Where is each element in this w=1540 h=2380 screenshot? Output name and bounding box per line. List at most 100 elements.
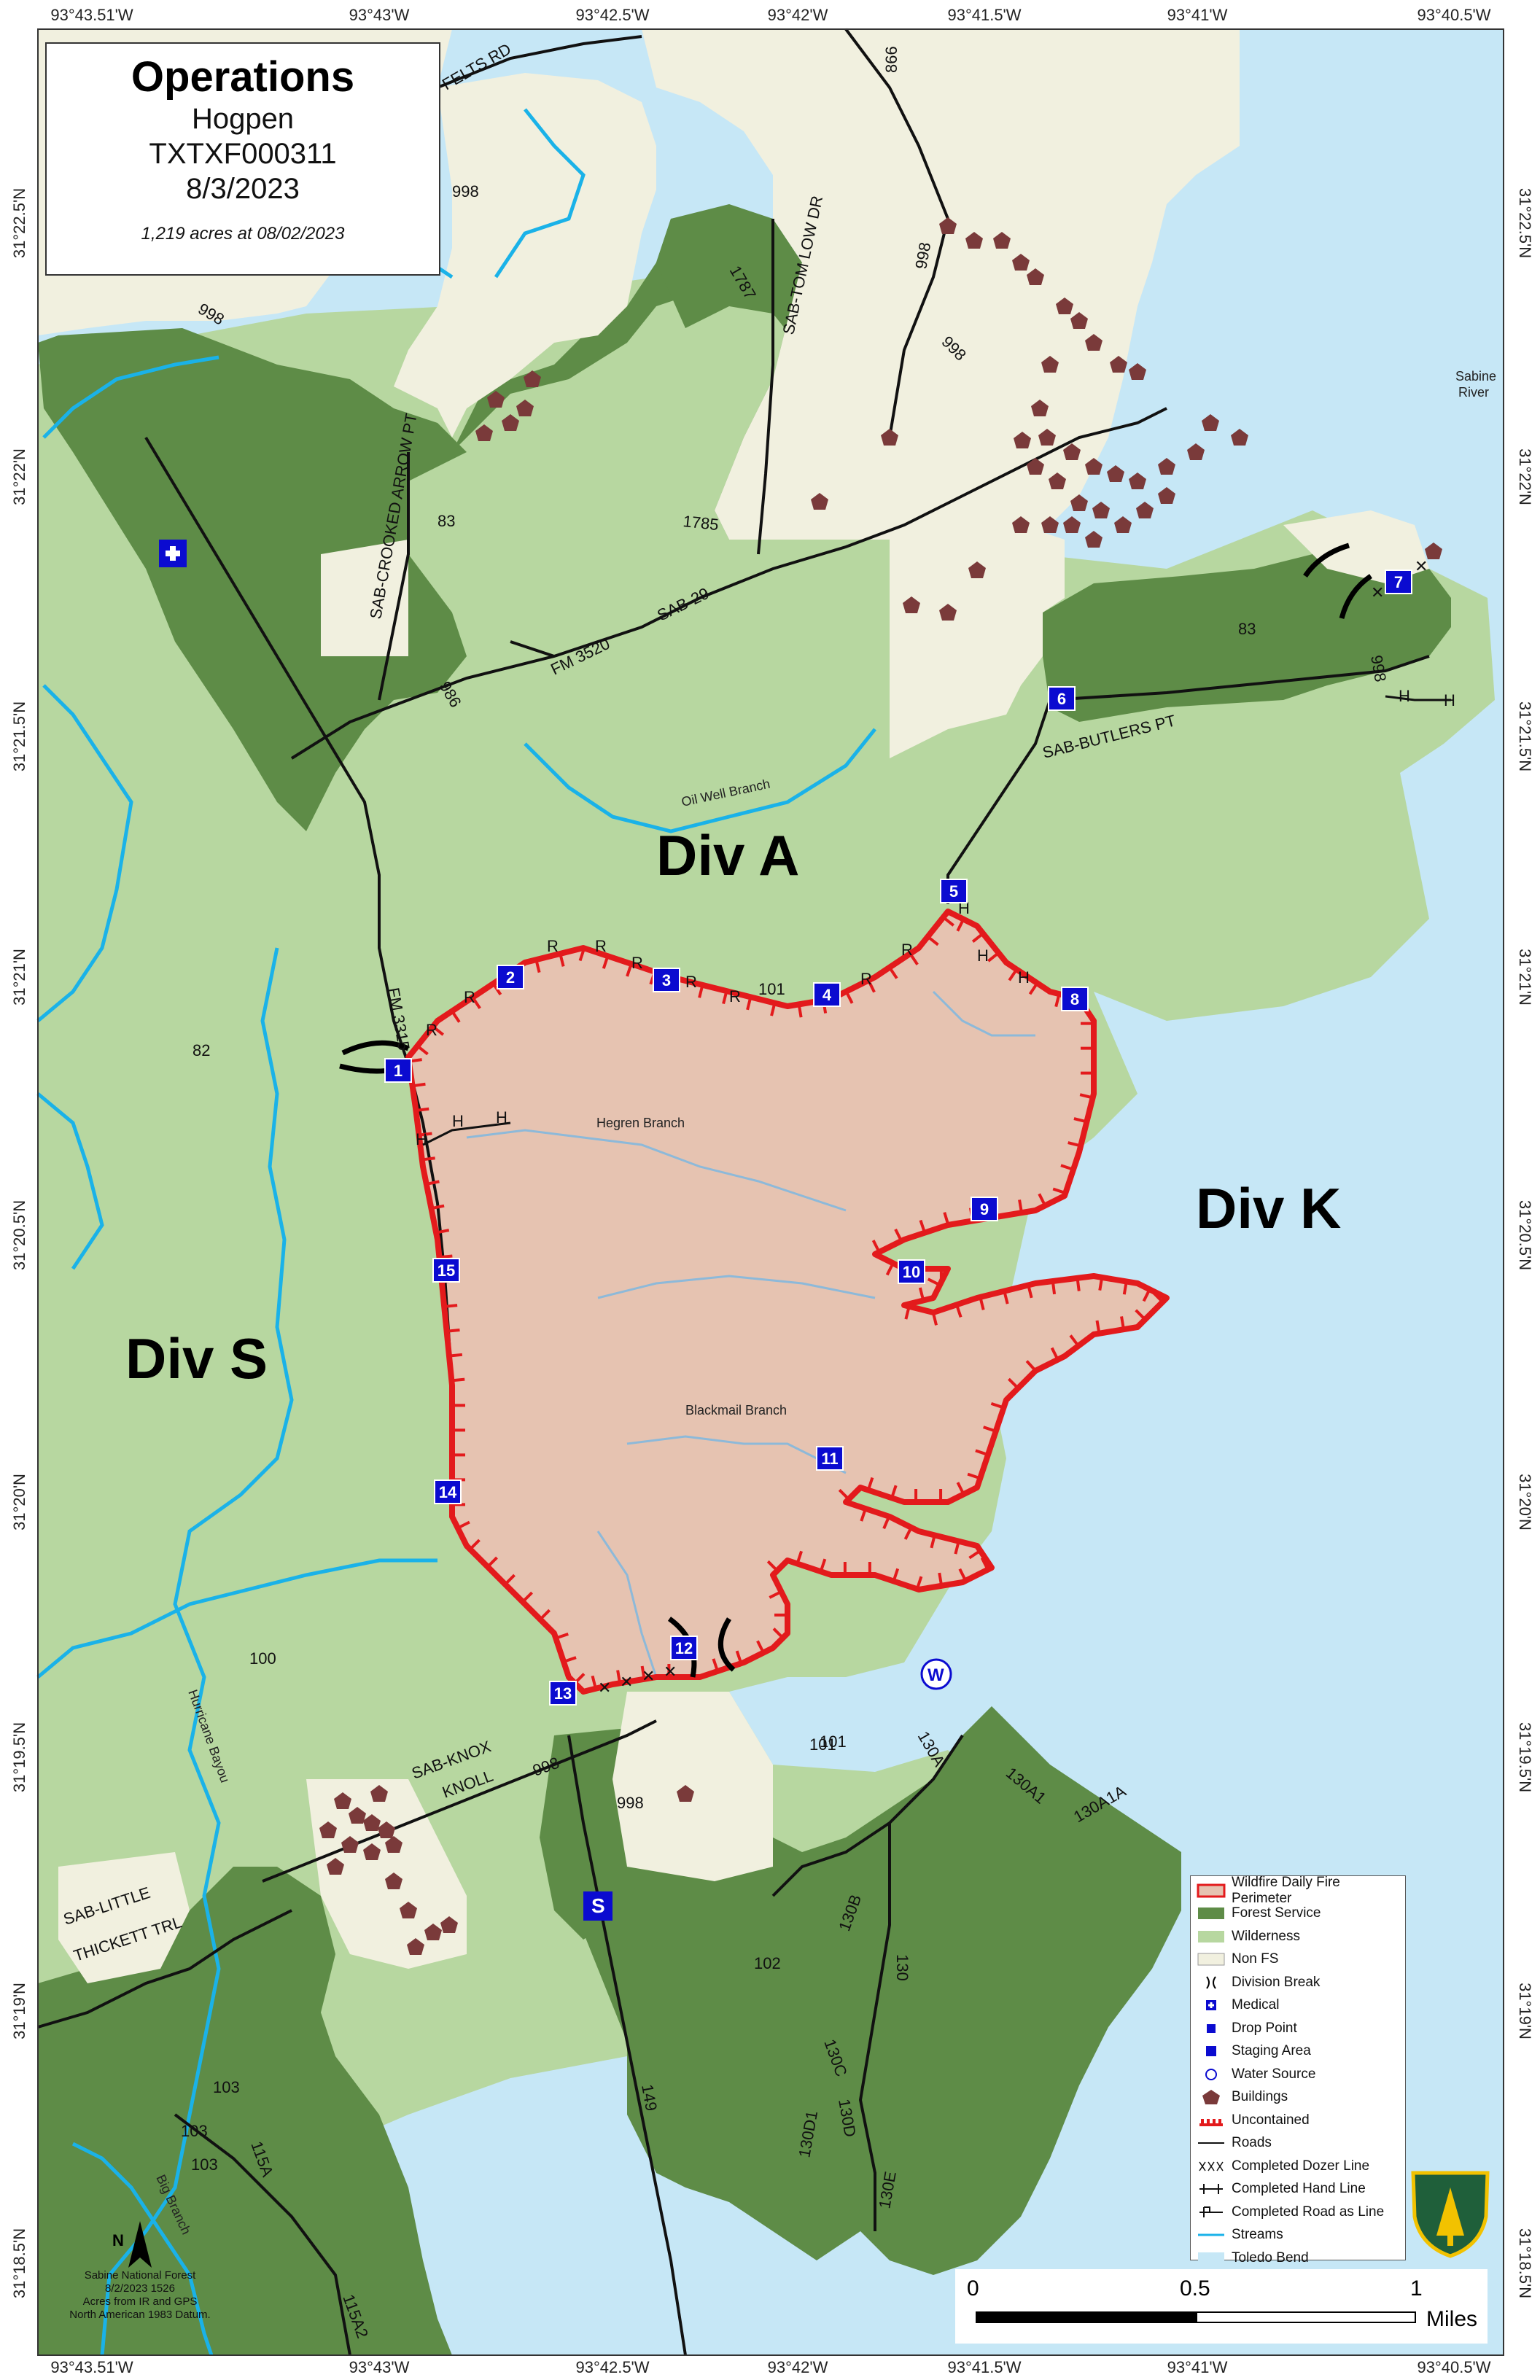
legend-item-nonfs: Non FS <box>1197 1948 1399 1972</box>
perimeter-tick <box>770 1003 777 1016</box>
perimeter-tick <box>819 1558 827 1572</box>
forest-service-northwest <box>38 328 467 831</box>
perimeter-tick <box>698 984 704 998</box>
perimeter-tick <box>838 1488 850 1501</box>
non-fs-little-thickett <box>58 1852 190 1983</box>
stream-fire-mid <box>597 1275 876 1299</box>
drop-point-box <box>1048 686 1076 711</box>
legend-item-stream: Streams <box>1197 2224 1399 2247</box>
perimeter-tick <box>412 1082 426 1088</box>
compartment-label: 103 <box>181 2122 208 2140</box>
road-knox-knoll <box>262 1719 657 1883</box>
perimeter-tick <box>451 1377 465 1382</box>
perimeter-tick <box>860 1508 867 1522</box>
perimeter-tick <box>943 1212 950 1226</box>
legend-label: Buildings <box>1232 2089 1288 2105</box>
perimeter-tick <box>938 1572 944 1587</box>
legend-road-icon <box>1198 2142 1224 2144</box>
road-label-866: 866 <box>882 46 901 73</box>
legend-item-lake: Toledo Bend <box>1197 2247 1399 2270</box>
compartment-label: 100 <box>249 1649 276 1668</box>
perimeter-tick <box>797 1004 803 1018</box>
legend-label: Wilderness <box>1232 1928 1300 1944</box>
perimeter-tick <box>967 1472 981 1480</box>
stream-big-branch <box>71 2142 214 2356</box>
perimeter-tick <box>1008 1377 1019 1390</box>
legend-symbol <box>1197 2088 1226 2106</box>
compartment-label: 83 <box>438 512 455 530</box>
drop-point-label: 3 <box>662 971 671 989</box>
longitude-label: 93°41'W <box>1167 6 1228 24</box>
building <box>1038 429 1056 446</box>
drop-point-box <box>971 1197 998 1221</box>
compartment-label: 83 <box>1238 620 1256 638</box>
perimeter-tick <box>448 1353 463 1358</box>
road-as-line-mark: R <box>547 937 559 955</box>
perimeter-tick <box>975 1449 989 1456</box>
perimeter-tick <box>931 1312 938 1326</box>
water-letter: W <box>928 1665 944 1685</box>
water-circle <box>920 1658 952 1690</box>
building <box>363 1814 381 1831</box>
legend-label: Roads <box>1232 2135 1272 2151</box>
latitude-labels-right: 31°22.5'N31°22'N31°21.5'N31°21'N31°20.5'… <box>1516 188 1534 2298</box>
building <box>1202 414 1219 431</box>
label-river: River <box>1458 385 1489 400</box>
drop-point-box <box>898 1259 925 1284</box>
perimeter-tick <box>871 1240 881 1253</box>
shield-trunk <box>1447 2236 1453 2246</box>
building <box>1031 400 1049 416</box>
hand-line-mark: H <box>1399 687 1410 705</box>
drop-point-5: 5 <box>940 879 968 903</box>
road-fm-3520 <box>510 640 555 658</box>
legend-symbol <box>1197 2249 1226 2267</box>
north-arrow-icon <box>128 2221 152 2268</box>
building <box>1085 531 1102 548</box>
building <box>1187 443 1205 460</box>
building <box>1049 472 1066 489</box>
hand-line-mark: H <box>1444 691 1455 709</box>
drop-point-box <box>813 982 841 1007</box>
legend-droppoint-icon <box>1207 2023 1216 2033</box>
road-as-line-mark: R <box>901 941 913 959</box>
dozer-line-mark: ✕ <box>664 1662 677 1681</box>
building <box>516 400 534 416</box>
legend-item-staging: Staging Area <box>1197 2040 1399 2064</box>
longitude-label: 93°43'W <box>349 2358 410 2376</box>
legend-wild-icon <box>1198 1930 1224 1942</box>
latitude-labels-left: 31°22.5'N31°22'N31°21.5'N31°21'N31°20.5'… <box>10 188 28 2298</box>
building <box>1063 516 1081 533</box>
longitude-label: 93°41'W <box>1167 2358 1228 2376</box>
scale-bar-black <box>976 2311 1196 2323</box>
staging-letter: S <box>591 1894 605 1917</box>
perimeter-tick <box>796 1550 803 1565</box>
building <box>400 1902 417 1918</box>
drop-point-box <box>670 1636 698 1660</box>
perimeter-tick <box>419 1132 432 1137</box>
division-break-south-b <box>718 1617 736 1672</box>
legend-label: Uncontained <box>1232 2112 1310 2128</box>
perimeter-tick <box>942 916 954 927</box>
drop-point-box <box>432 1258 460 1283</box>
road-label-998: 998 <box>452 182 479 201</box>
perimeter-tick <box>591 1675 597 1689</box>
division-break-east-b <box>1339 574 1372 619</box>
building <box>407 1938 424 1955</box>
drop-point-box <box>816 1446 844 1471</box>
drop-point-3: 3 <box>653 968 680 992</box>
hand-line-mark: H <box>1018 968 1030 987</box>
building <box>475 424 493 441</box>
legend-dozer-icon <box>1199 2161 1224 2171</box>
longitude-label: 93°40.5'W <box>1417 6 1490 24</box>
perimeter-tick <box>602 955 610 969</box>
perimeter-tick <box>421 1156 435 1162</box>
buildings <box>319 217 1442 1955</box>
hand-line-west <box>422 1121 511 1146</box>
legend-label: Completed Road as Line <box>1232 2204 1385 2220</box>
perimeter-tick <box>958 1568 968 1582</box>
perimeter-tick <box>1142 1288 1151 1302</box>
road-130 <box>858 1823 891 2231</box>
perimeter-tick <box>1076 1278 1081 1291</box>
building <box>440 1916 458 1933</box>
acres-note: 1,219 acres at 08/02/2023 <box>141 224 345 244</box>
